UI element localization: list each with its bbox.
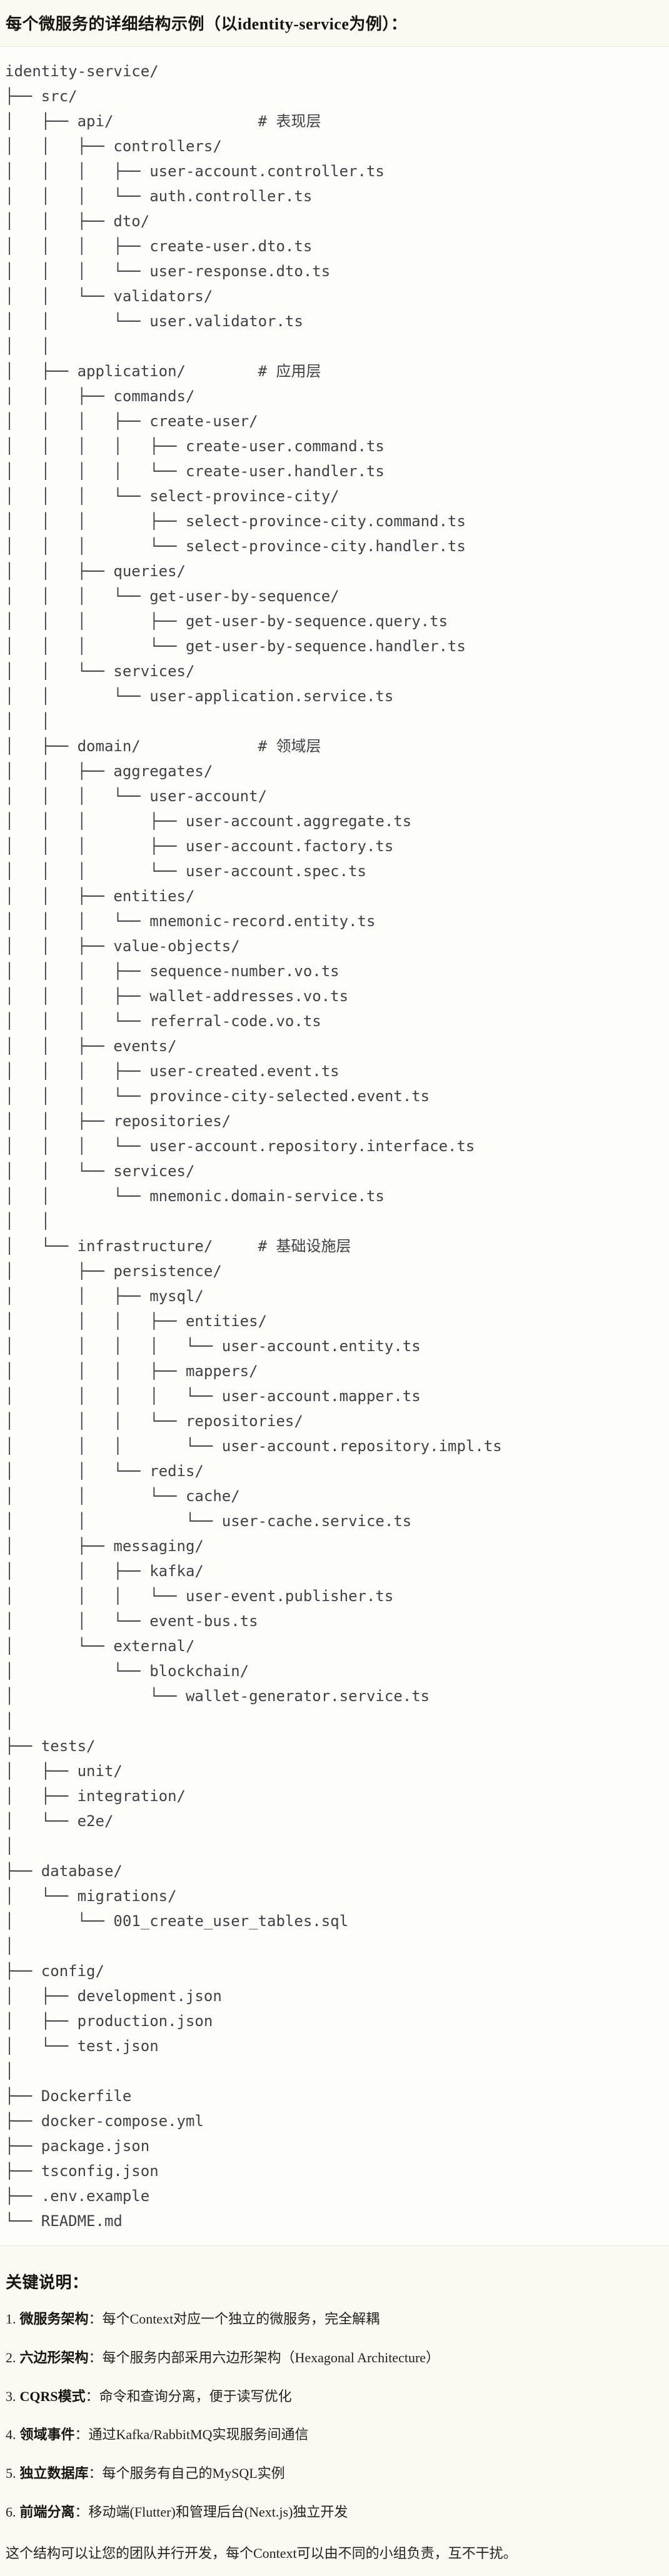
key-note-label: 前端分离	[19, 2504, 75, 2520]
page-title: 每个微服务的详细结构示例（以identity-service为例）：	[6, 15, 408, 33]
key-note-item: 3.CQRS模式：命令和查询分离，便于读写优化	[6, 2387, 663, 2407]
key-note-text: ：命令和查询分离，便于读写优化	[85, 2388, 292, 2404]
key-notes-heading: 关键说明：	[6, 2273, 89, 2292]
key-note-text: ：每个Context对应一个独立的微服务，完全解耦	[88, 2310, 380, 2327]
key-note-number: 6.	[6, 2504, 16, 2520]
file-tree: identity-service/ ├── src/ │ ├── api/ # …	[5, 62, 502, 2230]
key-note-label: 六边形架构	[19, 2349, 89, 2365]
key-note-text: ：每个服务内部采用六边形架构（Hexagonal Architecture）	[88, 2349, 440, 2365]
key-note-item: 2.六边形架构：每个服务内部采用六边形架构（Hexagonal Architec…	[6, 2348, 663, 2368]
key-note-item: 6.前端分离：移动端(Flutter)和管理后台(Next.js)独立开发	[6, 2502, 663, 2522]
key-note-number: 5.	[6, 2465, 16, 2482]
key-note-item: 4.领域事件：通过Kafka/RabbitMQ实现服务间通信	[6, 2425, 663, 2445]
key-note-text: ：移动端(Flutter)和管理后台(Next.js)独立开发	[74, 2504, 348, 2520]
key-note-item: 1.微服务架构：每个Context对应一个独立的微服务，完全解耦	[6, 2309, 663, 2329]
key-note-label: CQRS模式	[19, 2388, 86, 2404]
key-notes-section: 关键说明： 1.微服务架构：每个Context对应一个独立的微服务，完全解耦 2.…	[0, 2270, 669, 2564]
key-note-text: ：通过Kafka/RabbitMQ实现服务间通信	[74, 2427, 309, 2443]
summary-paragraph: 这个结构可以让您的团队并行开发，每个Context可以由不同的小组负责，互不干扰…	[6, 2545, 517, 2562]
key-note-item: 5.独立数据库：每个服务有自己的MySQL实例	[6, 2464, 663, 2484]
key-note-label: 领域事件	[19, 2427, 75, 2443]
key-note-number: 3.	[6, 2388, 16, 2404]
key-note-number: 4.	[6, 2427, 16, 2443]
file-tree-block: identity-service/ ├── src/ │ ├── api/ # …	[0, 46, 669, 2246]
key-note-text: ：每个服务有自己的MySQL实例	[88, 2465, 285, 2482]
key-note-label: 微服务架构	[19, 2310, 89, 2327]
key-note-number: 1.	[6, 2310, 16, 2327]
key-note-number: 2.	[6, 2349, 16, 2365]
key-note-label: 独立数据库	[19, 2465, 89, 2482]
